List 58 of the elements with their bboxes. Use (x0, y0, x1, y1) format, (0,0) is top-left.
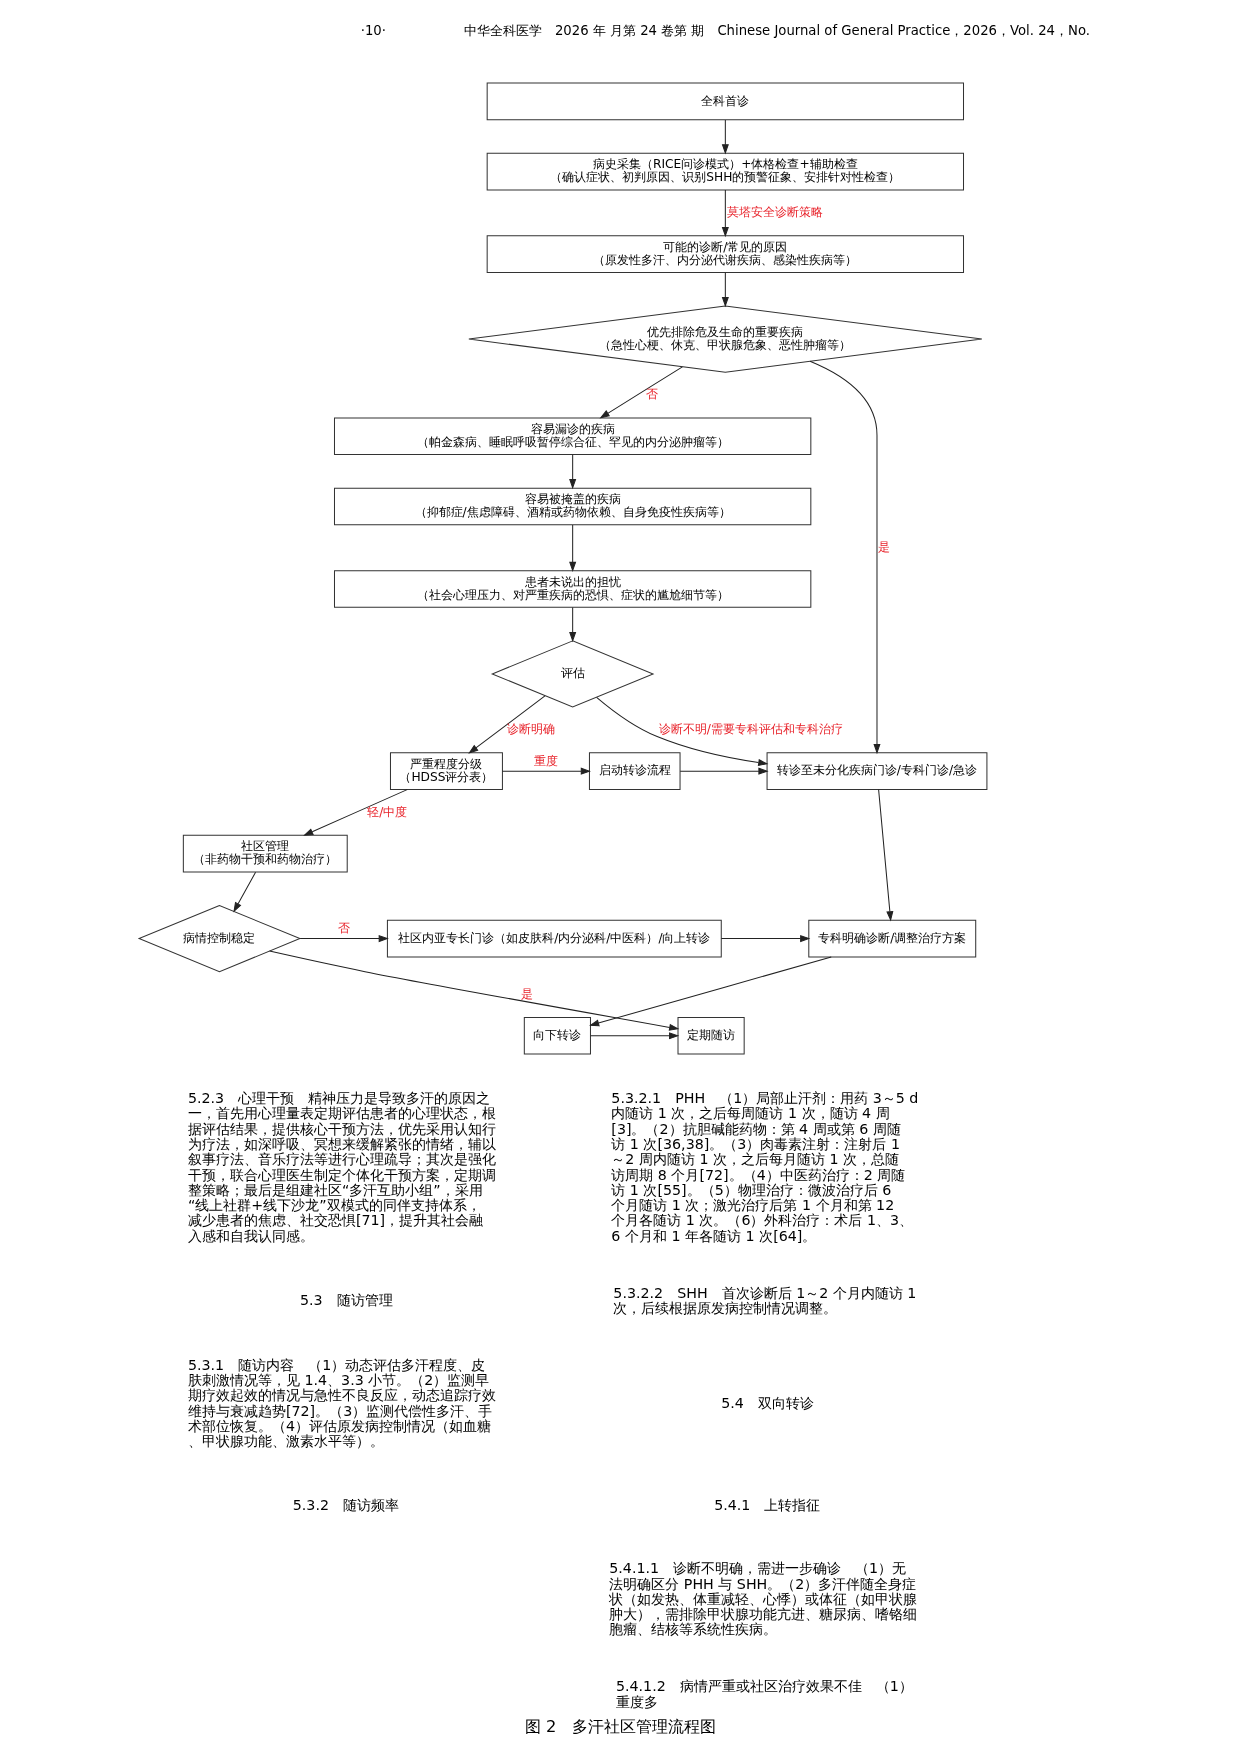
node-box: 专科明确诊断/调整治疗方案 (808, 919, 977, 958)
edge-label: 莫塔安全诊断策略 (726, 205, 823, 220)
node-box: 病史采集（RICE问诊模式）+体格检查+辅助检查 （确认症状、初判原因、识别SHH的预警征象、安排针对性检查） (486, 152, 964, 191)
node-box: 向下转诊 (523, 1016, 591, 1055)
node-box: 社区管理 （非药物干预和药物治疗） (182, 834, 348, 873)
arrow (589, 956, 832, 1027)
node-box: 转诊至未分化疾病门诊/专科门诊/急诊 (766, 752, 988, 790)
arrow (468, 695, 546, 754)
node-box: 患者未说出的担忧 （社会心理压力、对严重疾病的恐惧、症状的尴尬细节等） (334, 570, 812, 608)
arrow (596, 696, 769, 767)
arrow (878, 789, 894, 922)
label: 5.4.1.2 病情严重或社区治疗效果不佳 （1）重度多 (615, 1678, 913, 1710)
node-box: 容易漏诊的疾病 （帕金森病、睡眠呼吸暂停综合征、罕见的内分泌肿瘤等） (334, 417, 812, 456)
edge-label: 诊断明确 (507, 722, 556, 737)
arrow (809, 360, 881, 755)
arrow (269, 950, 680, 1031)
node-box: 启动转诊流程 (588, 752, 681, 790)
edge-label: 是 (521, 986, 534, 1001)
label: ·10· 中华全科医学 2026 年 月第 24 卷第 期 Chinese Journal of General Practice，2026，Vol. 24，No. (360, 22, 1090, 38)
node-box: 社区内亚专长门诊（如皮肤科/内分泌科/中医科）/向上转诊 (386, 919, 722, 958)
label: 5.3.1 随访内容 （1）动态评估多汗程度、皮肤刺激情况等，见 1.4、3.3 小节。（2）监测早期疗效起效的情况与急性不良反应，动态追踪疗效维持与衰减趋势[72]。（3）监测代偿性多汗、手术部位恢复。（4）评估原发病控制情况（如血糖、甲状腺功能、激素水平等）。 (187, 1356, 496, 1450)
label: 5.4 双向转诊 (721, 1395, 814, 1411)
node-diamond: 病情控制稳定 (137, 904, 302, 973)
edge-label: 否 (337, 921, 350, 936)
arrow (720, 935, 811, 943)
edge-label: 轻/中度 (367, 804, 408, 819)
arrow (501, 767, 591, 775)
node-box: 定期随访 (677, 1016, 745, 1055)
caption: 图 2 多汗社区管理流程图 (524, 1716, 717, 1736)
label: 5.4.1.1 诊断不明确，需进一步确诊 （1）无法明确区分 PHH 与 SHH。（2）多汗伴随全身症状（如发热、体重减轻、心悸）或体征（如甲状腺肿大），需排除甲状腺功能亢进、糖尿病、嗜铬细胞瘤、结核等系统性疾病。 (609, 1560, 918, 1638)
node-diamond: 评估 (490, 640, 655, 708)
node-diamond: 优先排除危及生命的重要疾病 （急性心梗、休克、甲状腺危象、恶性肿瘤等） (468, 305, 983, 373)
arrow (569, 607, 577, 643)
label: 5.2.3 心理干预 精神压力是导致多汗的原因之一，首先用心理量表定期评估患者的心理状态，根据评估结果，提供核心干预方法，优先采用认知行为疗法，如深呼吸、冥想来缓解紧张的情绪，辅以叙事疗法、音乐疗法等进行心理疏导；其次是强化干预，联合心理医生制定个体化干预方案，定期调整策略；最后是组建社区“多汗互助小组”，采用“线上社群+线下沙龙”双模式的同伴支持体系，减少患者的焦虑、社交恐惧[71]，提升其社会融入感和自我认同感。 (187, 1090, 496, 1244)
edge-label: 是 (877, 539, 890, 554)
arrow (569, 524, 577, 573)
node-box: 严重程度分级 （HDSS评分表） (389, 752, 503, 790)
label: 5.3.2.2 SHH 首次诊断后 1～2 个月内随访 1 次，后续根据原发病控制情况调整。 (613, 1284, 917, 1316)
label: 5.3.2 随访频率 (292, 1496, 399, 1513)
node-box: 容易被掩盖的疾病 （抑郁症/焦虑障碍、酒精或药物依赖、自身免疫性疾病等） (334, 487, 812, 526)
arrow (299, 935, 389, 943)
edge-label: 否 (645, 387, 658, 402)
arrow (599, 366, 683, 419)
edge-label: 诊断不明/需要专科评估和专科治疗 (658, 722, 843, 737)
node-box: 可能的诊断/常见的原因 （原发性多汗、内分泌代谢疾病、感染性疾病等） (486, 235, 964, 273)
arrow (721, 272, 729, 308)
arrow (721, 119, 729, 155)
label: 5.3 随访管理 (299, 1292, 393, 1309)
label: 5.4.1 上转指征 (714, 1496, 821, 1513)
arrow (590, 1032, 680, 1040)
arrow (569, 454, 577, 490)
arrow (721, 189, 729, 238)
edge-label: 重度 (533, 753, 558, 768)
arrow (679, 767, 769, 775)
node-box: 全科首诊 (486, 82, 964, 121)
label: 5.3.2.1 PHH （1）局部止汗剂：用药 3～5 d 内随访 1 次，之后每周随访 1 次，随访 4 周[3]。（2）抗胆碱能药物：第 4 周或第 6 周随访 1 次[36,38]。（3）肉毒素注射：注射后 1～2 周内随访 1 次，之后每月随访 1 次，总随访周期 8 个月[72]。（4）中医药治疗：2 周随访 1 次[55]。（5）物理治疗：微波治疗后 6 个月随访 1 次；激光治疗后第 1 个月和第 12 个月各随访 1 次。（6）外科治疗：术后 1、3、6 个月和 1 年各随访 1 次[64]。 (611, 1090, 919, 1244)
arrow (303, 789, 408, 836)
arrow (233, 871, 257, 913)
